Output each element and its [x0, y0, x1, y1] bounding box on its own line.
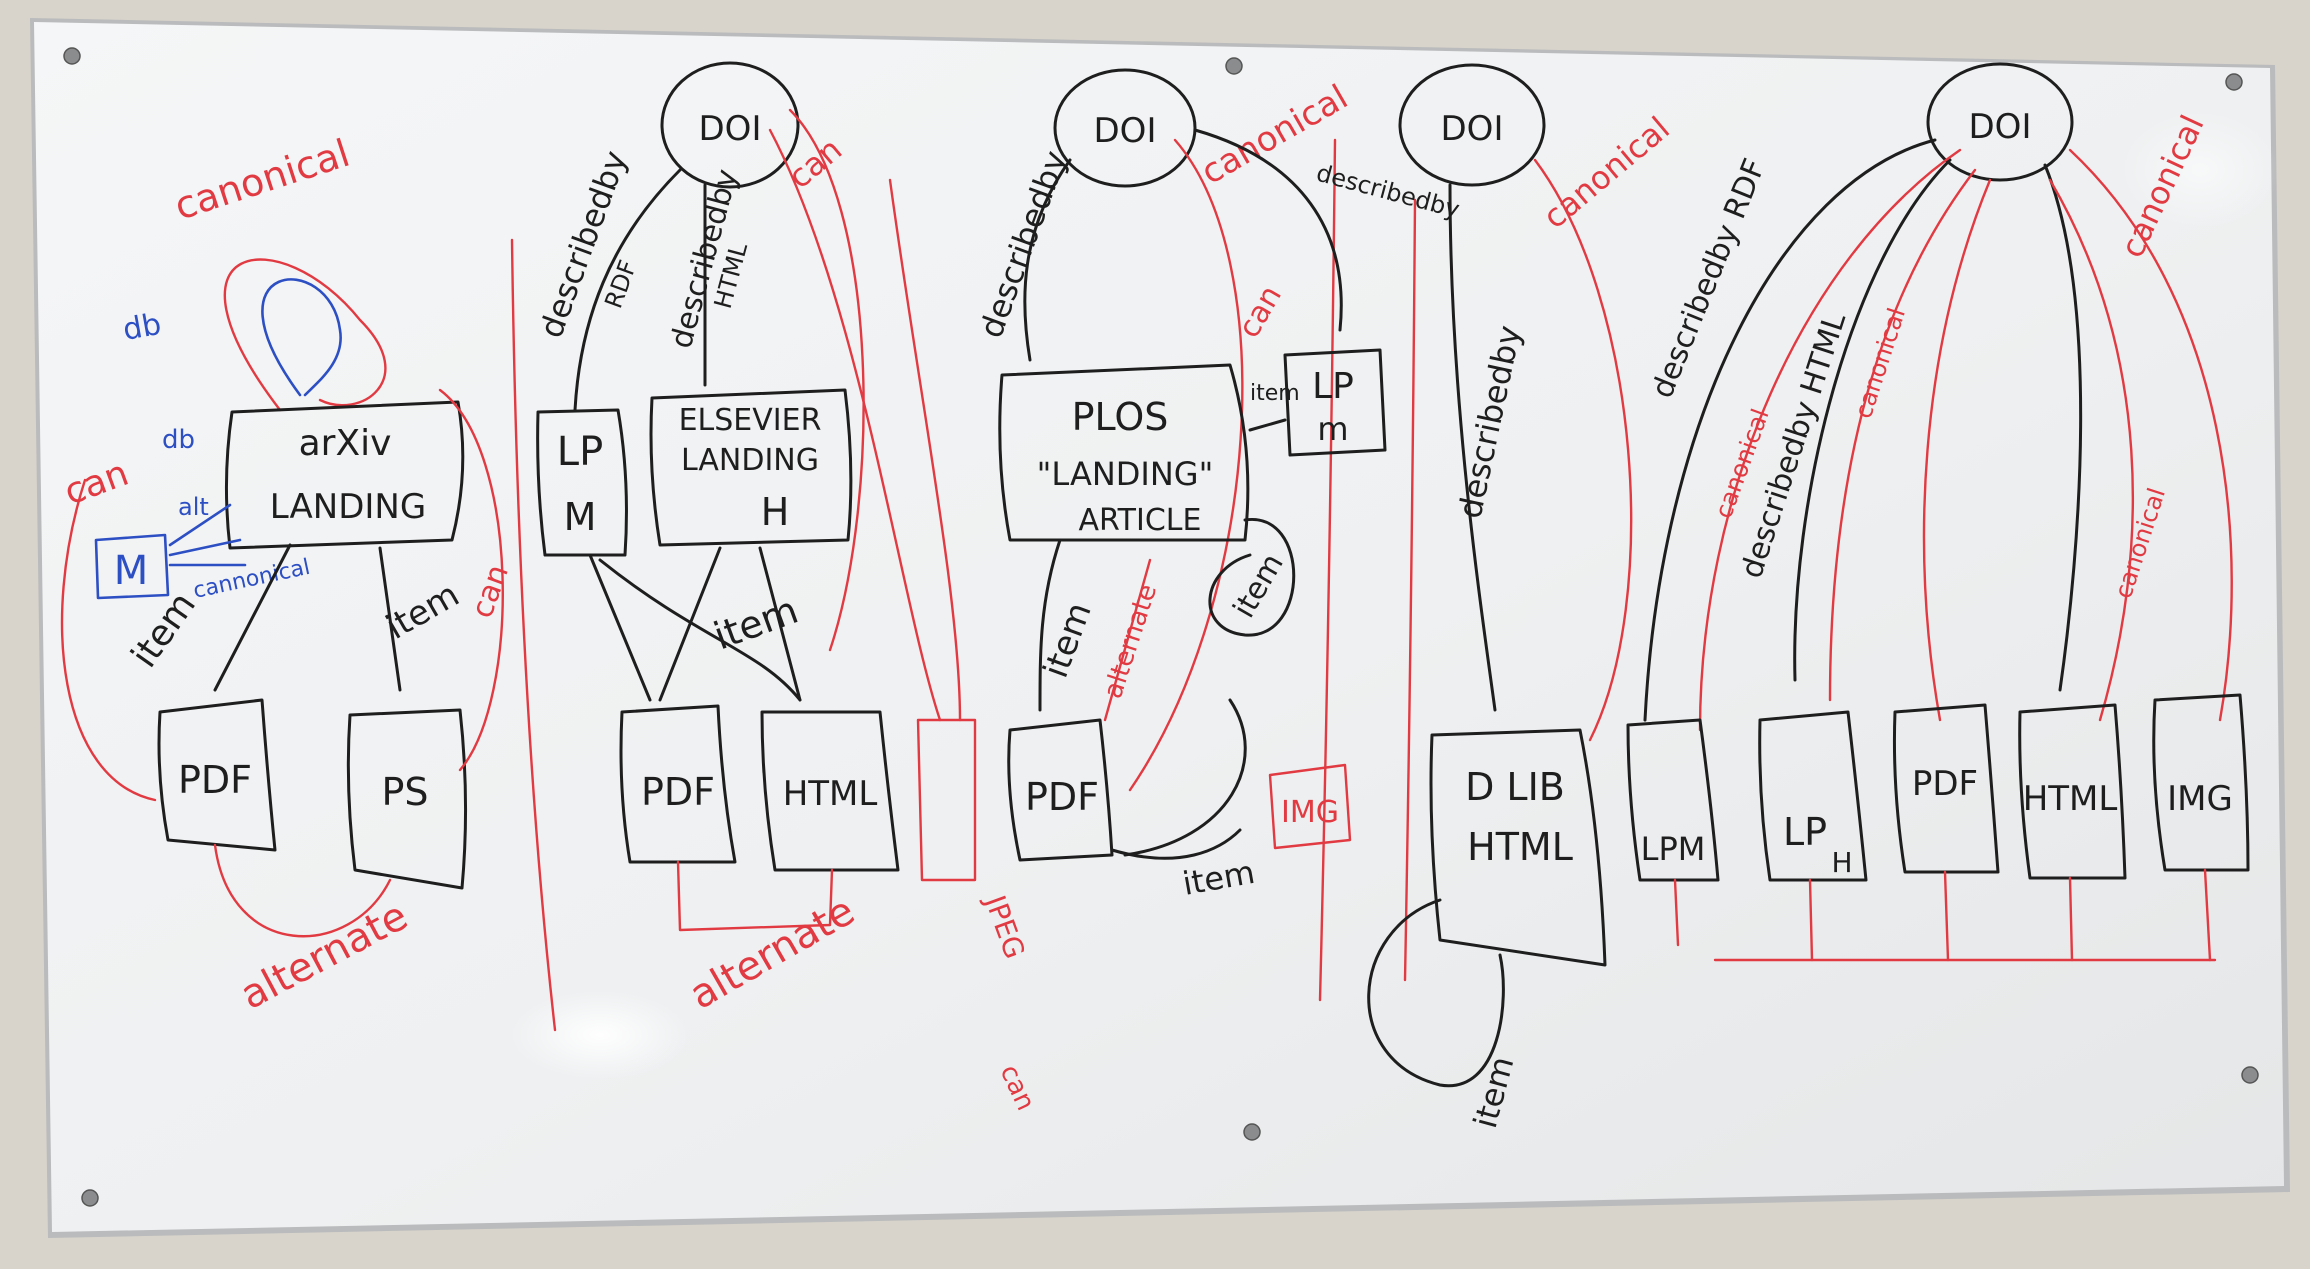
pdf-label: PDF: [178, 758, 252, 802]
pdf-label-2: PDF: [641, 770, 715, 814]
arxiv-ps-box: PS: [346, 708, 468, 890]
article-label: ARTICLE: [1079, 503, 1202, 538]
elsevier-html-box: HTML: [760, 710, 900, 872]
r-pdf-box: PDF: [1892, 703, 2000, 874]
plos-landing-label: "LANDING": [1037, 455, 1214, 493]
elsevier-lp-box: LP M: [536, 408, 628, 557]
db-label: db: [120, 307, 164, 348]
plos-lp-label: LP: [1312, 366, 1354, 407]
r-lph-box: LP H: [1758, 710, 1868, 882]
pdf-label-3: PDF: [1025, 775, 1099, 819]
plos-lp-m-label: m: [1317, 410, 1348, 448]
doi-node-3: DOI: [1398, 63, 1546, 187]
r-html-box: HTML: [2018, 703, 2127, 880]
section-dividers: [510, 138, 1417, 1032]
m-label: M: [114, 548, 149, 594]
elsevier-pdf-box: PDF: [619, 704, 737, 864]
plos-img-box: IMG: [1268, 763, 1352, 850]
doi-node-1: DOI: [660, 61, 800, 189]
html-label-3: HTML: [2023, 779, 2118, 819]
arxiv-pdf-box: PDF: [157, 698, 277, 852]
r-img-box: IMG: [2152, 693, 2250, 872]
arxiv-label: arXiv: [299, 423, 392, 464]
doi-label-4: DOI: [1969, 107, 2032, 147]
h-label: H: [761, 490, 790, 534]
mounting-screws: [63, 47, 2259, 1207]
elsevier-label: ELSEVIER: [679, 403, 822, 438]
ps-label: PS: [381, 770, 428, 814]
dlib-label: D LIB: [1465, 765, 1565, 809]
alt-label: alt: [178, 493, 209, 521]
db-label-2: db: [162, 425, 195, 455]
doi-node-2: DOI: [1053, 68, 1197, 188]
lpm-label: LPM: [1641, 830, 1706, 868]
lph-h-label: H: [1831, 846, 1852, 879]
plos-article-box: PLOS "LANDING" ARTICLE: [998, 363, 1250, 542]
doi-node-4: DOI: [1926, 62, 2074, 182]
img-label-2: IMG: [2167, 779, 2233, 819]
dlib-html-label: HTML: [1467, 825, 1573, 869]
plos-lp-box: LP m: [1283, 348, 1387, 457]
plos-label: PLOS: [1072, 395, 1169, 439]
dlib-html-box: D LIB HTML: [1429, 728, 1607, 967]
doi-label-3: DOI: [1441, 109, 1504, 149]
landing-label-2: LANDING: [681, 443, 819, 478]
item-label-4: item: [1250, 381, 1300, 406]
elsevier-landing-box: ELSEVIER LANDING H: [649, 388, 853, 547]
pdf-label-4: PDF: [1912, 764, 1978, 804]
lp-label: LP: [557, 429, 603, 475]
lph-label: LP: [1783, 810, 1827, 854]
img-label: IMG: [1281, 795, 1339, 830]
doi-label-2: DOI: [1094, 111, 1157, 151]
whiteboard-panel: [30, 18, 2290, 1238]
html-label-2: HTML: [783, 774, 878, 814]
lp-m-label: M: [564, 495, 597, 539]
plos-pdf-box: PDF: [1007, 718, 1114, 862]
r-lpm-box: LPM: [1626, 718, 1720, 882]
doi-label: DOI: [699, 109, 762, 149]
arxiv-landing-box: arXiv LANDING: [224, 400, 465, 550]
landing-label: LANDING: [270, 487, 426, 527]
